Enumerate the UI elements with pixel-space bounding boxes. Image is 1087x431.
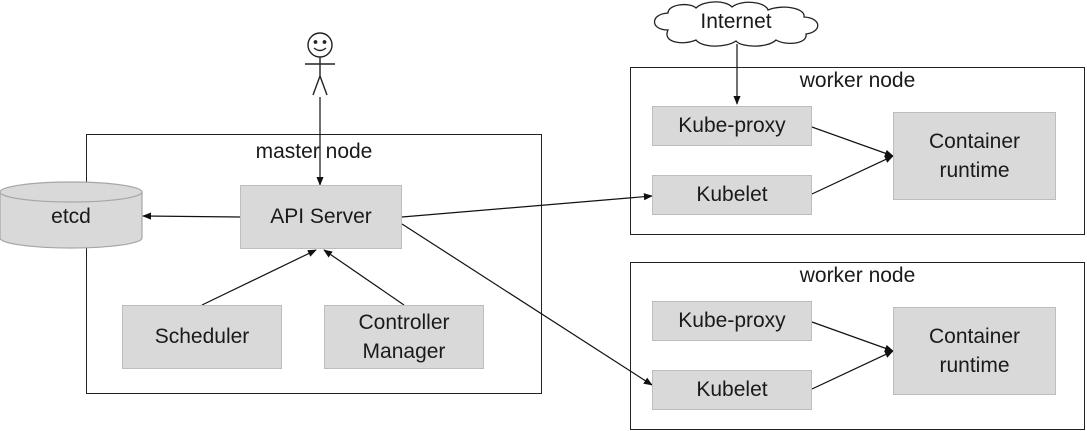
arrow-kubelet1-to-runtime [811,155,894,195]
arrow-api-to-kubelet-2 [401,223,653,386]
container-runtime-box-1: Container runtime [893,112,1056,200]
master-node-title: master node [255,140,373,163]
arrow-api-to-kubelet-1 [401,193,653,218]
kube-proxy-box-1: Kube-proxy [652,106,812,146]
etcd-database-icon [0,181,143,249]
arrow-scheduler-to-api [201,249,317,306]
internet-label: Internet [700,10,772,33]
worker-node-title-2: worker node [799,264,916,287]
kubelet-box-1: Kubelet [652,175,812,215]
user-icon [305,32,335,96]
api-server-box: API Server [240,185,402,249]
container-runtime-box-2: Container runtime [893,307,1056,395]
scheduler-box: Scheduler [122,305,282,369]
controller-manager-box: Controller Manager [324,305,484,369]
worker-node-title-1: worker node [799,69,916,92]
arrow-api-to-etcd [142,212,241,220]
etcd-label: etcd [51,205,91,228]
arrow-controller-to-api [323,249,405,306]
kube-proxy-box-2: Kube-proxy [652,301,812,341]
kubelet-box-2: Kubelet [652,370,812,410]
arrow-proxy2-to-runtime [811,321,894,352]
arrow-kubelet2-to-runtime [811,350,894,390]
internet-cloud-icon [653,1,819,47]
arrow-proxy1-to-runtime [811,126,894,157]
